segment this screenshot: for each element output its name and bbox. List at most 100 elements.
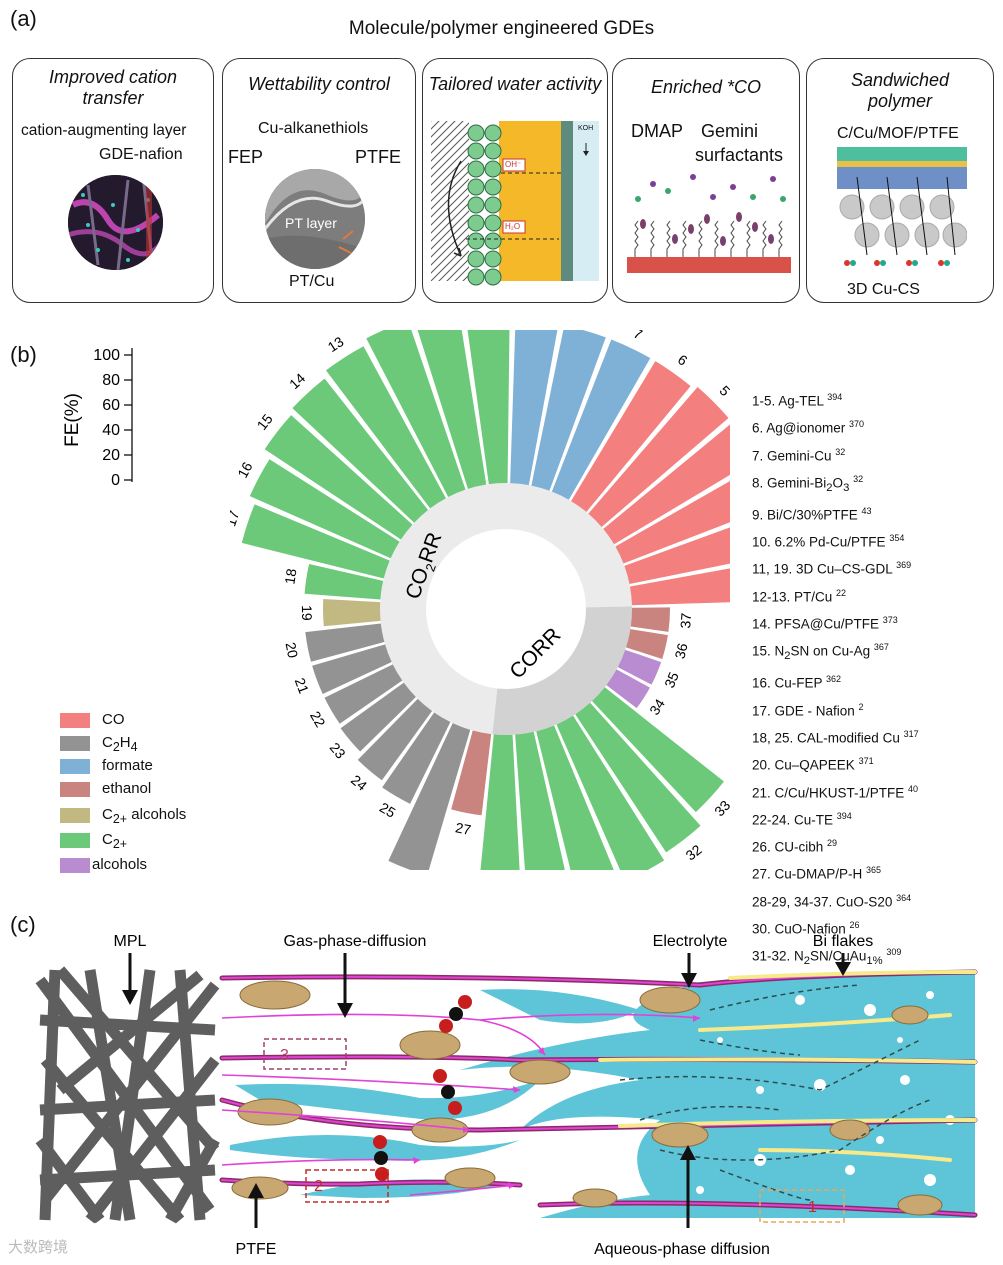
bar-35 — [617, 649, 662, 685]
bar-23 — [340, 682, 416, 752]
box-text: DMAP — [631, 121, 684, 141]
box-title: Sandwiched polymer — [850, 70, 950, 111]
bar-13 — [325, 346, 446, 509]
bar-36 — [626, 629, 668, 659]
bar-label: 24 — [348, 772, 370, 794]
bar-28 — [480, 734, 520, 870]
reference-item: 28-29, 34-37. CuO-S20 364 — [752, 892, 912, 910]
box-title: Enriched *CO — [650, 77, 762, 97]
bar-label: 32 — [683, 841, 705, 863]
surfactant-diagram — [627, 174, 791, 273]
reference-item: 12-13. PT/Cu 22 — [752, 587, 847, 605]
water-activity-diagram — [431, 121, 599, 286]
bar-label: 23 — [327, 739, 349, 761]
box-text: Gemini — [701, 121, 759, 141]
reference-item: 21. C/Cu/HKUST-1/PTFE 40 — [752, 783, 919, 801]
box-text: surfactants — [695, 145, 784, 165]
scale-tick: 80 — [102, 372, 120, 389]
reference-item: 7. Gemini-Cu 32 — [752, 446, 846, 464]
reference-item: 16. Cu-FEP 362 — [752, 674, 842, 691]
ptfe-label: PTFE — [236, 1241, 277, 1258]
bar-31 — [556, 715, 665, 870]
box-enriched-co: Enriched *CO DMAP Gemini surfactants — [612, 58, 800, 303]
bar-4 — [603, 424, 730, 545]
ptfe-label: PTFE — [355, 147, 402, 167]
box-title: Wettability control — [248, 74, 390, 94]
micrograph-image — [68, 175, 163, 270]
bar-label: 16 — [234, 459, 256, 480]
legend-swatch — [60, 782, 90, 797]
bar-27 — [451, 730, 492, 816]
reference-item: 26. CU-cibh 29 — [752, 838, 838, 855]
panel-a-title: Molecule/polymer engineered GDEs — [348, 18, 655, 39]
bar-label: 35 — [661, 669, 682, 690]
bar-21 — [312, 644, 392, 694]
panel-b-tag: (b) — [10, 342, 37, 367]
reference-item: 11, 19. 3D Cu–CS-GDL 369 — [752, 560, 912, 577]
box-title: Improved cation transfer — [48, 67, 178, 108]
legend-label: C2+ alcohols — [102, 806, 187, 826]
legend-label: CO — [102, 711, 125, 728]
box-water-activity: Tailored water activity OH — [422, 58, 608, 303]
panel-c-tag: (c) — [10, 912, 36, 937]
legend-label: C2+ — [102, 831, 128, 851]
box-text: 3D Cu-CS — [847, 281, 920, 298]
gas-diffusion-label: Gas-phase-diffusion — [284, 933, 427, 950]
reference-item: 9. Bi/C/30%PTFE 43 — [752, 505, 872, 523]
bi-flakes-label: Bi flakes — [813, 933, 873, 950]
bar-7 — [551, 339, 651, 500]
box-text: PT/Cu — [289, 273, 335, 290]
scale-tick: 20 — [102, 447, 120, 464]
box-text: C/Cu/MOF/PTFE — [837, 125, 959, 142]
reference-item: 10. 6.2% Pd-Cu/PTFE 354 — [752, 533, 905, 550]
bar-label: 14 — [286, 370, 308, 392]
bar-18 — [304, 563, 384, 600]
bar-12 — [366, 330, 466, 498]
oh-label: OH⁻ — [505, 160, 522, 169]
bar-17 — [241, 504, 390, 579]
region-box-1 — [759, 1189, 845, 1223]
koh-label: KOH — [578, 125, 594, 132]
bar-32 — [575, 702, 701, 853]
mpl-fibers — [35, 966, 220, 1224]
scale-tick: 60 — [102, 397, 120, 414]
fe-scale-bar: 100 80 60 40 20 0 FE(%) — [62, 347, 133, 489]
bar-2 — [624, 527, 730, 584]
scale-tick: 100 — [93, 347, 120, 364]
bar-9 — [510, 330, 558, 486]
reference-item: 22-24. Cu-TE 394 — [752, 810, 852, 828]
bar-1 — [629, 568, 730, 606]
scale-tick: 40 — [102, 422, 120, 439]
box-text: cation-augmenting layer — [21, 122, 187, 139]
legend-swatch — [60, 833, 90, 848]
bar-14 — [292, 378, 429, 523]
reference-item: 15. N2SN on Cu-Ag 367 — [752, 642, 889, 663]
radial-bar-chart: 1234567891011121314151617181920212223242… — [230, 330, 730, 870]
scale-tick: 0 — [111, 472, 120, 489]
bar-label: 7 — [631, 330, 645, 343]
co2-molecule-2 — [433, 1069, 462, 1115]
co2-molecule-3 — [373, 1135, 389, 1181]
bar-6 — [571, 361, 691, 512]
reference-item: 31-32. N2SN/CuAu1% 309 — [752, 947, 902, 968]
bar-label: 21 — [292, 676, 313, 696]
legend-label: C2H4 — [102, 734, 138, 754]
bar-11 — [417, 330, 487, 489]
bar-10 — [467, 330, 510, 485]
panel-a-tag: (a) — [10, 6, 37, 31]
bar-26 — [388, 723, 471, 870]
region-box-2-label: 2 — [314, 1178, 323, 1195]
region-box-3-label: 3 — [280, 1047, 289, 1064]
bar-label: 13 — [325, 333, 347, 355]
bar-label: 18 — [281, 567, 299, 585]
bar-16 — [249, 459, 400, 559]
box-cation-transfer: Improved cation transfer cation-augmenti… — [12, 58, 214, 303]
bar-label: 27 — [454, 819, 473, 838]
box-text: Cu-alkanethiols — [258, 120, 369, 137]
bar-24 — [357, 698, 433, 781]
legend-swatch — [60, 713, 90, 728]
bar-label: 37 — [677, 612, 694, 629]
legend-swatch — [60, 759, 90, 774]
scale-label: FE(%) — [62, 393, 83, 447]
